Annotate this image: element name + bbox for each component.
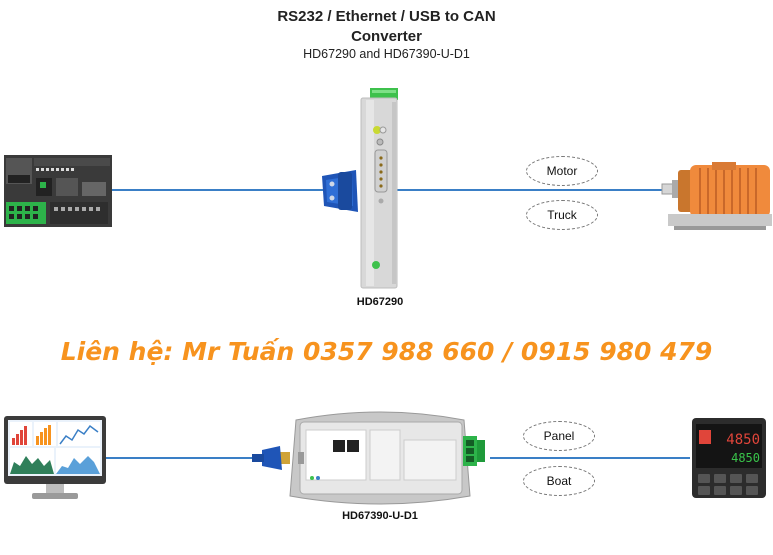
plc-icon (4, 155, 112, 227)
usb-connector-icon (252, 446, 290, 470)
panel-display-icon: 4850 4850 (692, 418, 766, 498)
oval-label-motor: Motor (526, 156, 598, 186)
display-bottom-readout: 4850 (731, 451, 760, 465)
diagram-subtitle: HD67290 and HD67390-U-D1 (303, 47, 470, 61)
hd67390-module-icon (289, 411, 485, 505)
contact-info: Liên hệ: Mr Tuấn 0357 988 660 / 0915 980… (60, 337, 713, 366)
display-top-readout: 4850 (726, 432, 760, 448)
device-label-hd67390: HD67390-U-D1 (342, 510, 418, 522)
diagram-title-line2: Converter (351, 28, 422, 45)
oval-label-truck: Truck (526, 200, 598, 230)
device-label-hd67290: HD67290 (356, 296, 404, 308)
monitor-icon (4, 416, 106, 499)
motor-icon (661, 162, 772, 230)
oval-label-panel: Panel (523, 421, 595, 451)
db9-connector-icon (322, 170, 358, 212)
hd67290-module-icon (360, 88, 398, 289)
oval-label-boat: Boat (523, 466, 595, 496)
diagram-title-line1: RS232 / Ethernet / USB to CAN (277, 8, 496, 25)
